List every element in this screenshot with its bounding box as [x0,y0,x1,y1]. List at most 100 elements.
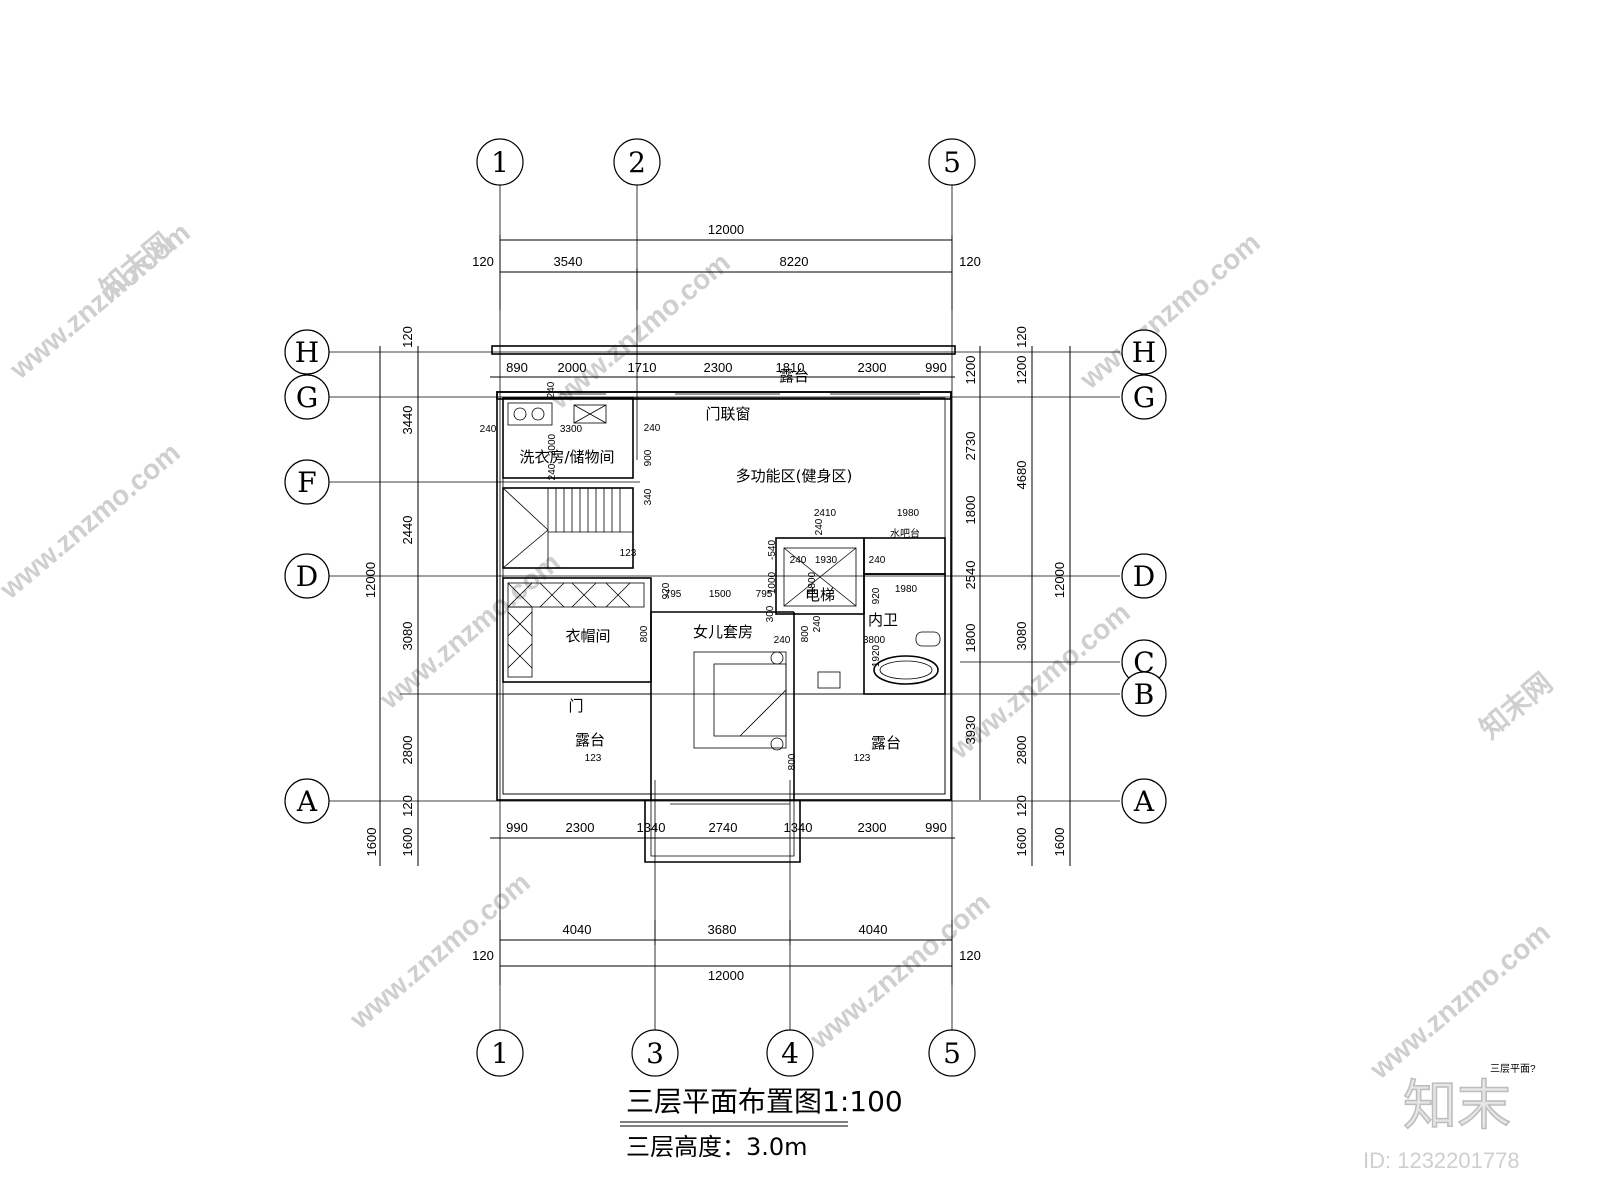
axis-label: A [296,785,318,818]
label-cloakroom: 衣帽间 [565,627,610,645]
dim-seg: 4040 [859,922,888,937]
axis-lines [310,185,1120,1030]
brand-logo: 知末 [1403,1074,1511,1137]
axis-label: 2 [628,146,646,179]
dim-note: 123 [620,548,637,559]
dim-seg: 3540 [554,254,583,269]
axis-label: 4 [781,1037,799,1070]
dim-note: 795 [665,589,682,600]
dim-seg: 1600 [1052,828,1067,857]
dim-seg: 3080 [400,622,415,651]
label-elevator: 电梯 [805,586,835,604]
label-multi-function: 多功能区(健身区) [736,467,853,485]
axis-label: 5 [943,146,961,179]
label-terrace-top: 露台 [779,367,809,385]
dim-note: 240 [814,518,825,535]
dim-note: 240 [774,635,791,646]
dim-seg: 2440 [400,516,415,545]
dim-wall: 2300 [858,820,887,835]
dim-note: 1980 [895,584,918,595]
dim-seg: 1200 [963,356,978,385]
axis-label: H [295,336,319,369]
dim-note: 1500 [709,589,732,600]
dim-note: 3800 [863,635,886,646]
dim-wall: 2300 [704,360,733,375]
dim-note: 2410 [814,508,837,519]
watermark-text: www.znzmo.com [1363,917,1556,1086]
dim-seg: 2540 [963,561,978,590]
dim-note: 240 [869,555,886,566]
dim-wall: 890 [506,360,528,375]
dim-note: 2000 [547,433,558,456]
label-inner-bath: 内卫 [868,611,898,629]
label-door: 门 [568,697,583,715]
plan-walls [491,345,956,863]
axis-bubbles-top: 1 2 5 [476,138,976,186]
dim-seg: 1200 [1014,356,1029,385]
dim-total: 12000 [1052,562,1067,598]
dim-note: 240 [480,424,497,435]
title-main: 三层平面布置图1:100 [626,1085,903,1118]
axis-label: G [1133,381,1155,414]
dim-seg: 3930 [963,716,978,745]
dim-wall: 990 [506,820,528,835]
dim-wall: 2300 [858,360,887,375]
axis-bubbles-left: H G F D A [284,329,330,824]
dim-seg: 4040 [563,922,592,937]
dim-seg: 3440 [400,406,415,435]
dimensions-left: 12000 120 3440 2440 3080 2800 120 1600 1… [363,326,419,866]
watermark-text: www.znzmo.com [1073,227,1266,396]
dim-note: 3300 [560,424,583,435]
dim-note: 123 [585,753,602,764]
dim-note: 1000 [767,571,778,594]
dim-seg: 1600 [364,828,379,857]
dim-seg: 4680 [1014,461,1029,490]
corner-note: 三层平面? [1490,1063,1536,1075]
stair-treads [502,487,633,569]
dim-seg: 1600 [400,828,415,857]
dim-seg: 120 [400,326,415,348]
label-door-window: 门联窗 [705,405,750,423]
dim-seg: 2800 [400,736,415,765]
dim-wall: 990 [925,820,947,835]
dim-seg: 120 [1014,795,1029,817]
watermark-layer: www.znzmo.com 知末网 www.znzmo.com www.znzm… [0,217,1558,1086]
dimensions-bottom: 990 2300 1340 2740 1340 2300 990 4040 36… [472,820,981,985]
dim-wall: 2740 [709,820,738,835]
dim-note: 123 [854,753,871,764]
dim-note: 240 [790,555,807,566]
dim-note: 240 [644,423,661,434]
dim-seg: 120 [400,795,415,817]
dim-note: 1920 [871,644,882,667]
axis-label: 3 [646,1037,664,1070]
dimensions-right: 1200 1200 2730 1800 2540 1800 3930 1600 … [963,326,1071,866]
dim-note: 800 [800,625,811,642]
watermark-text: www.znzmo.com [343,867,536,1036]
label-water-bar: 水吧台 [890,527,920,540]
dim-note: -540 [767,540,778,560]
dim-wall: 1340 [784,820,813,835]
dim-note: 800 [639,625,650,642]
label-laundry: 洗衣房/储物间 [519,448,614,466]
dim-note: 920 [871,587,882,604]
label-terrace-left: 露台 [575,731,605,749]
dim-note: 1980 [897,508,920,519]
axis-label: D [296,560,318,593]
axis-label: 5 [943,1037,961,1070]
axis-label: D [1133,560,1155,593]
axis-label: 1 [491,1037,509,1070]
interior-dimensions: 240 240 240 3300 2000 240 900 340 2410 1… [480,381,920,770]
dim-note: 800 [787,753,798,770]
title-sub: 三层高度：3.0m [626,1133,808,1161]
room-labels: 露台 门联窗 洗衣房/储物间 多功能区(健身区) 水吧台 电梯 内卫 衣帽间 女… [519,367,920,752]
dim-edge: 120 [472,254,494,269]
dim-wall: 1710 [628,360,657,375]
dim-seg: 1800 [963,496,978,525]
axis-bubbles-bottom: 1 3 4 5 [476,1029,976,1077]
dim-note: 920 [661,582,672,599]
dim-seg: 1800 [963,624,978,653]
dimensions-top: 12000 120 3540 8220 120 890 2000 1710 23… [472,222,981,378]
label-daughter-suite: 女儿套房 [693,623,753,641]
dim-wall: 2000 [558,360,587,375]
